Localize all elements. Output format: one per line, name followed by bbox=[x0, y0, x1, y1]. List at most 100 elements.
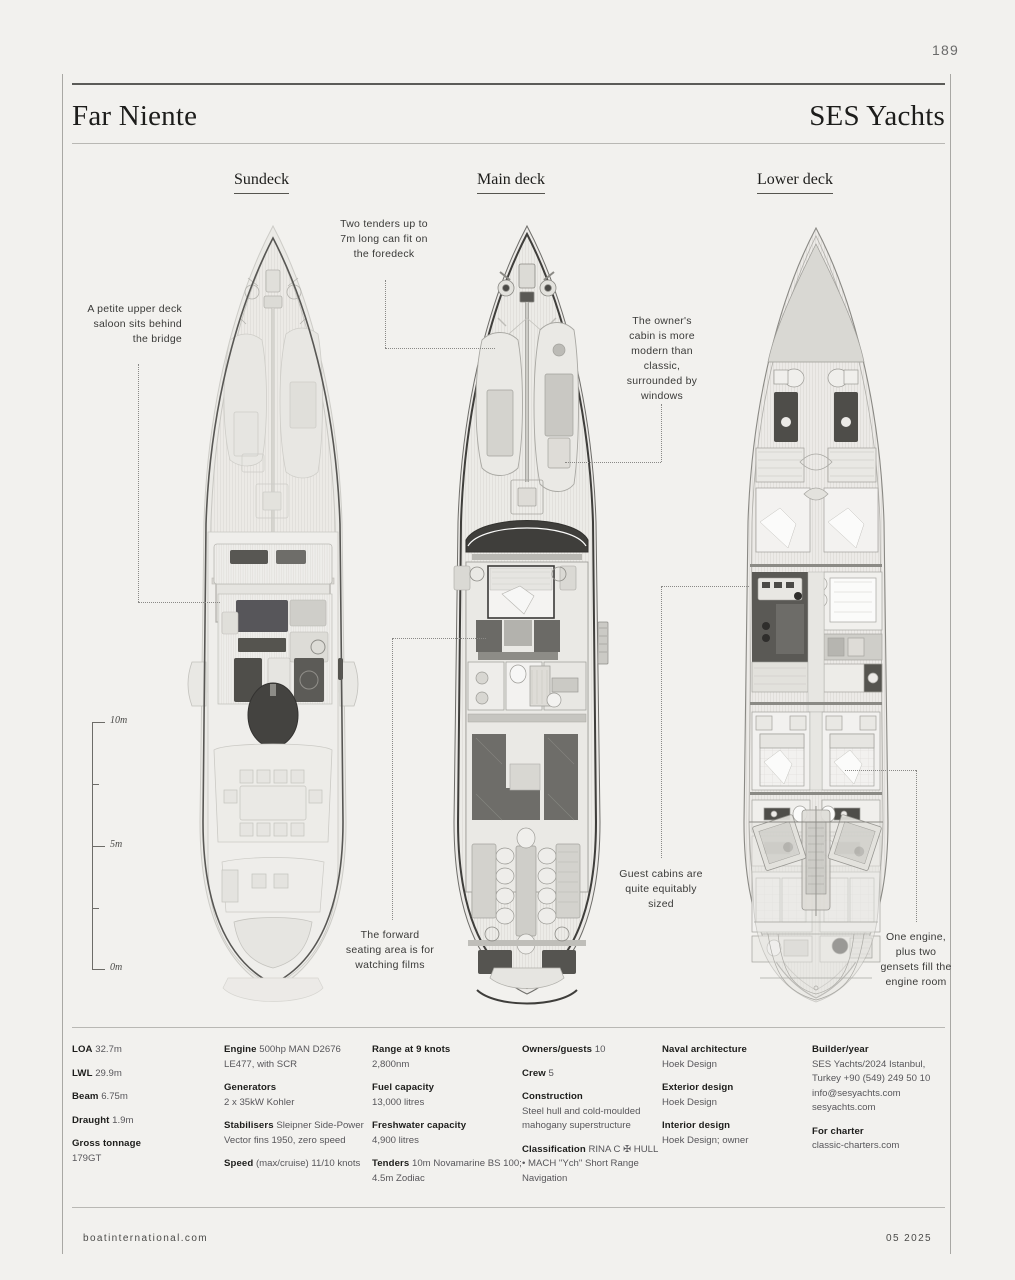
spec-gross-tonnage: Gross tonnage 179GT bbox=[72, 1137, 224, 1166]
spec-tenders-label: Tenders bbox=[372, 1158, 410, 1169]
spec-fuel: Fuel capacity 13,000 litres bbox=[372, 1081, 522, 1110]
spec-classification-label: Classification bbox=[522, 1143, 586, 1155]
spec-speed-label: Speed bbox=[224, 1158, 254, 1169]
spec-range-value: 2,800nm bbox=[372, 1058, 410, 1070]
spec-fuel-value: 13,000 litres bbox=[372, 1096, 425, 1108]
leader-engine-h bbox=[845, 770, 916, 771]
scale-label-10m: 10m bbox=[110, 715, 128, 726]
page-number: 189 bbox=[932, 42, 959, 58]
scale-bar: 10m 5m 0m bbox=[92, 715, 148, 973]
masthead-bottom-rule bbox=[72, 143, 945, 144]
leader-upper-saloon-v bbox=[138, 364, 139, 602]
frame-right-rule bbox=[950, 74, 951, 1254]
spec-lwl-label: LWL bbox=[72, 1067, 93, 1079]
scale-tick-5m bbox=[92, 846, 105, 847]
main-deck-plan-drawing bbox=[432, 222, 622, 1012]
deck-heading-main-label: Main deck bbox=[477, 171, 545, 194]
spec-speed-value: (max/cruise) 11/10 knots bbox=[255, 1158, 361, 1169]
deck-heading-sundeck: Sundeck bbox=[234, 171, 290, 200]
leader-owner-h bbox=[565, 462, 661, 463]
spec-builder-year-label: Builder/year bbox=[812, 1044, 869, 1055]
spec-loa: LOA 32.7m bbox=[72, 1043, 224, 1058]
spec-construction-label: Construction bbox=[522, 1091, 583, 1102]
spec-classification-value: RINA C ✠ HULL • MACH "Ych" Short Range N… bbox=[522, 1143, 658, 1184]
page-title: Far Niente bbox=[72, 100, 198, 132]
scale-label-5m: 5m bbox=[110, 839, 123, 850]
spec-lwl: LWL 29.9m bbox=[72, 1067, 224, 1082]
spec-naval-architecture-value: Hoek Design bbox=[662, 1058, 717, 1070]
spec-crew-label: Crew bbox=[522, 1067, 546, 1079]
spec-range-label: Range at 9 knots bbox=[372, 1044, 451, 1055]
spec-draught-label: Draught bbox=[72, 1114, 110, 1126]
spec-range: Range at 9 knots 2,800nm bbox=[372, 1043, 522, 1072]
specs-top-rule bbox=[72, 1027, 945, 1028]
spec-construction-value: Steel hull and cold-moulded mahogany sup… bbox=[522, 1105, 641, 1132]
spec-beam-value: 6.75m bbox=[101, 1091, 128, 1102]
spec-builder-year-value: SES Yachts/2024 Istanbul, Turkey +90 (54… bbox=[812, 1058, 931, 1114]
spec-beam-label: Beam bbox=[72, 1091, 99, 1102]
spec-classification: Classification RINA C ✠ HULL • MACH "Ych… bbox=[522, 1143, 662, 1187]
spec-naval-architecture-label: Naval architecture bbox=[662, 1044, 747, 1055]
spec-stabilisers-value: Sleipner Side-Power Vector fins 1950, ze… bbox=[224, 1120, 364, 1146]
sundeck-plan-drawing bbox=[178, 222, 368, 1012]
spec-loa-value: 32.7m bbox=[95, 1044, 122, 1055]
spec-owners-guests-value: 10 bbox=[594, 1044, 606, 1055]
footer-top-rule bbox=[72, 1207, 945, 1208]
deck-heading-main: Main deck bbox=[477, 171, 545, 200]
spec-exterior-design-value: Hoek Design bbox=[662, 1096, 717, 1108]
spec-speed: Speed (max/cruise) 11/10 knots bbox=[224, 1157, 372, 1172]
leader-upper-saloon-h bbox=[138, 602, 220, 603]
frame-left-rule bbox=[62, 74, 63, 1254]
callout-owners-cabin: The owner's cabin is more modern than cl… bbox=[626, 315, 698, 402]
spec-gross-tonnage-label: Gross tonnage bbox=[72, 1138, 141, 1149]
leader-engine-v bbox=[916, 770, 917, 922]
leader-films-h bbox=[392, 638, 486, 639]
spec-exterior-design-label: Exterior design bbox=[662, 1082, 734, 1093]
spec-interior-design-value: Hoek Design; owner bbox=[662, 1134, 749, 1146]
spec-beam: Beam 6.75m bbox=[72, 1090, 224, 1105]
spec-for-charter: For charter classic-charters.com bbox=[812, 1125, 945, 1154]
spec-interior-design-label: Interior design bbox=[662, 1120, 731, 1131]
lower-deck-plan-drawing bbox=[716, 222, 916, 1012]
leader-guest-v bbox=[661, 586, 662, 858]
callout-forward-seating: The forward seating area is for watching… bbox=[345, 929, 435, 971]
scale-tick-0m bbox=[92, 969, 105, 970]
deck-heading-lower: Lower deck bbox=[757, 171, 833, 200]
spec-loa-label: LOA bbox=[72, 1044, 93, 1055]
spec-column-machinery: Engine 500hp MAN D2676 LE477, with SCR G… bbox=[224, 1043, 372, 1198]
spec-for-charter-value: classic-charters.com bbox=[812, 1140, 900, 1151]
spec-gross-tonnage-value: 179GT bbox=[72, 1152, 102, 1164]
callout-engine-room: One engine, plus two gensets fill the en… bbox=[880, 931, 952, 988]
spec-generators-label: Generators bbox=[224, 1082, 277, 1093]
leader-guest-h bbox=[661, 586, 749, 587]
spec-tenders: Tenders 10m Novamarine BS 100; 4.5m Zodi… bbox=[372, 1157, 522, 1186]
spec-for-charter-label: For charter bbox=[812, 1125, 864, 1137]
spec-engine-label: Engine bbox=[224, 1044, 257, 1055]
leader-tenders-h bbox=[385, 348, 495, 349]
spec-lwl-value: 29.9m bbox=[95, 1067, 122, 1079]
spec-freshwater-value: 4,900 litres bbox=[372, 1134, 419, 1146]
scale-tick-minor-1 bbox=[92, 784, 99, 785]
spec-owners-guests: Owners/guests 10 bbox=[522, 1043, 662, 1058]
masthead: Far Niente SES Yachts bbox=[72, 100, 945, 138]
specifications-table: LOA 32.7m LWL 29.9m Beam 6.75m Draught 1… bbox=[72, 1043, 945, 1198]
callout-tenders: Two tenders up to 7m long can fit on the… bbox=[340, 218, 428, 260]
spec-fuel-label: Fuel capacity bbox=[372, 1082, 435, 1093]
callout-upper-saloon: A petite upper deck saloon sits behind t… bbox=[87, 303, 182, 345]
spec-engine-value: 500hp MAN D2676 LE477, with SCR bbox=[224, 1044, 341, 1070]
builder-title: SES Yachts bbox=[809, 100, 945, 132]
deck-heading-sundeck-label: Sundeck bbox=[234, 171, 290, 194]
spec-owners-guests-label: Owners/guests bbox=[522, 1044, 593, 1055]
spec-column-dimensions: LOA 32.7m LWL 29.9m Beam 6.75m Draught 1… bbox=[72, 1043, 224, 1198]
